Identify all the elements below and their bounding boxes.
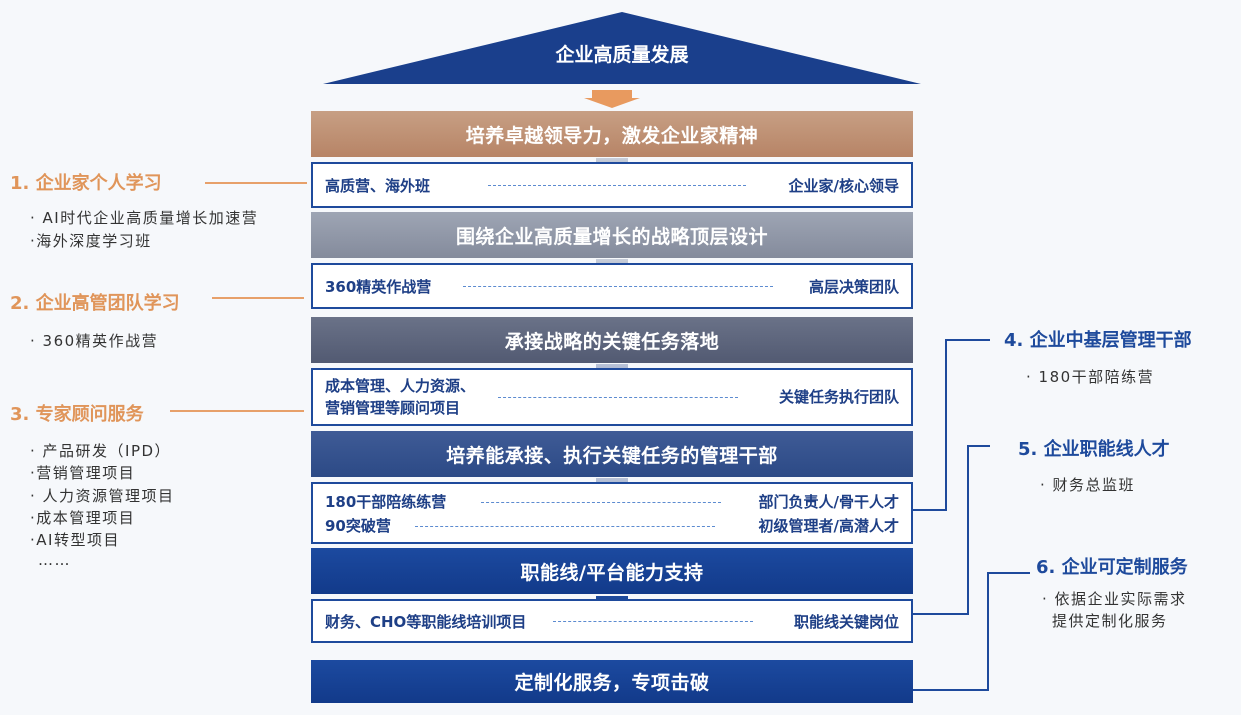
program-label: 高质营、海外班 [325, 177, 431, 195]
dash-line [463, 286, 773, 287]
left-connector-1 [205, 182, 307, 184]
program-label: 成本管理、人力资源、 [325, 377, 476, 395]
right-section-item: 提供定制化服务 [1052, 612, 1168, 630]
connector-line-5 [913, 445, 990, 615]
audience-label: 职能线关键岗位 [793, 613, 899, 631]
band-key-tasks: 承接战略的关键任务落地 [311, 317, 913, 363]
left-section-item: · AI时代企业高质量增长加速营 [30, 209, 259, 227]
right-section-title-4: 4. 企业中基层管理干部 [1004, 330, 1192, 351]
band-leadership: 培养卓越领导力，激发企业家精神 [311, 111, 913, 157]
audience-label: 关键任务执行团队 [778, 388, 899, 406]
program-label: 180干部陪练练营 [325, 493, 447, 511]
right-section-item: · 财务总监班 [1040, 476, 1136, 494]
left-connector-3 [170, 410, 304, 412]
left-section-title-1: 1. 企业家个人学习 [10, 173, 162, 194]
program-label: 90突破营 [325, 517, 391, 535]
program-box-4: 180干部陪练练营 部门负责人/骨干人才 90突破营 初级管理者/高潜人才 [311, 482, 913, 544]
audience-label: 企业家/核心领导 [788, 177, 899, 195]
left-section-item: · 人力资源管理项目 [30, 487, 175, 505]
roof-shape [323, 12, 921, 84]
left-section-title-3: 3. 专家顾问服务 [10, 404, 144, 425]
dash-line [481, 502, 721, 503]
left-section-item: · 360精英作战营 [30, 332, 159, 350]
program-box-1: 高质营、海外班 企业家/核心领导 [311, 162, 913, 208]
left-section-item: ·海外深度学习班 [30, 232, 152, 250]
band-strategy-design: 围绕企业高质量增长的战略顶层设计 [311, 212, 913, 258]
band-custom-service: 定制化服务，专项击破 [311, 660, 913, 703]
program-label: 财务、CHO等职能线培训项目 [325, 613, 527, 631]
program-box-2: 360精英作战营 高层决策团队 [311, 263, 913, 309]
right-section-item: · 依据企业实际需求 [1042, 590, 1187, 608]
roof-title: 企业高质量发展 [555, 44, 689, 66]
program-box-5: 财务、CHO等职能线培训项目 职能线关键岗位 [311, 599, 913, 643]
left-section-item: · 产品研发（IPD） [30, 442, 172, 460]
band-managers: 培养能承接、执行关键任务的管理干部 [311, 431, 913, 477]
program-label: 营销管理等顾问项目 [325, 399, 461, 417]
left-connector-2 [212, 297, 304, 299]
audience-label: 部门负责人/骨干人才 [758, 493, 899, 511]
arrow-top-icon [584, 90, 640, 108]
audience-label: 初级管理者/高潜人才 [758, 517, 899, 535]
connector-line-4 [913, 339, 990, 511]
left-section-item: …… [38, 551, 71, 569]
connector-line-6 [913, 572, 1030, 691]
dash-line [498, 397, 738, 398]
left-section-item: ·营销管理项目 [30, 464, 136, 482]
band-function-support: 职能线/平台能力支持 [311, 548, 913, 594]
right-section-title-6: 6. 企业可定制服务 [1036, 557, 1188, 578]
left-section-item: ·成本管理项目 [30, 509, 136, 527]
right-section-item: · 180干部陪练营 [1026, 368, 1155, 386]
right-section-title-5: 5. 企业职能线人才 [1018, 439, 1170, 460]
dash-line [553, 621, 753, 622]
audience-label: 高层决策团队 [808, 278, 899, 296]
left-section-item: ·AI转型项目 [30, 531, 120, 549]
program-label: 360精英作战营 [325, 278, 432, 296]
program-box-3: 成本管理、人力资源、 营销管理等顾问项目 关键任务执行团队 [311, 368, 913, 426]
dash-line [415, 526, 715, 527]
left-section-title-2: 2. 企业高管团队学习 [10, 293, 180, 314]
dash-line [488, 185, 746, 186]
